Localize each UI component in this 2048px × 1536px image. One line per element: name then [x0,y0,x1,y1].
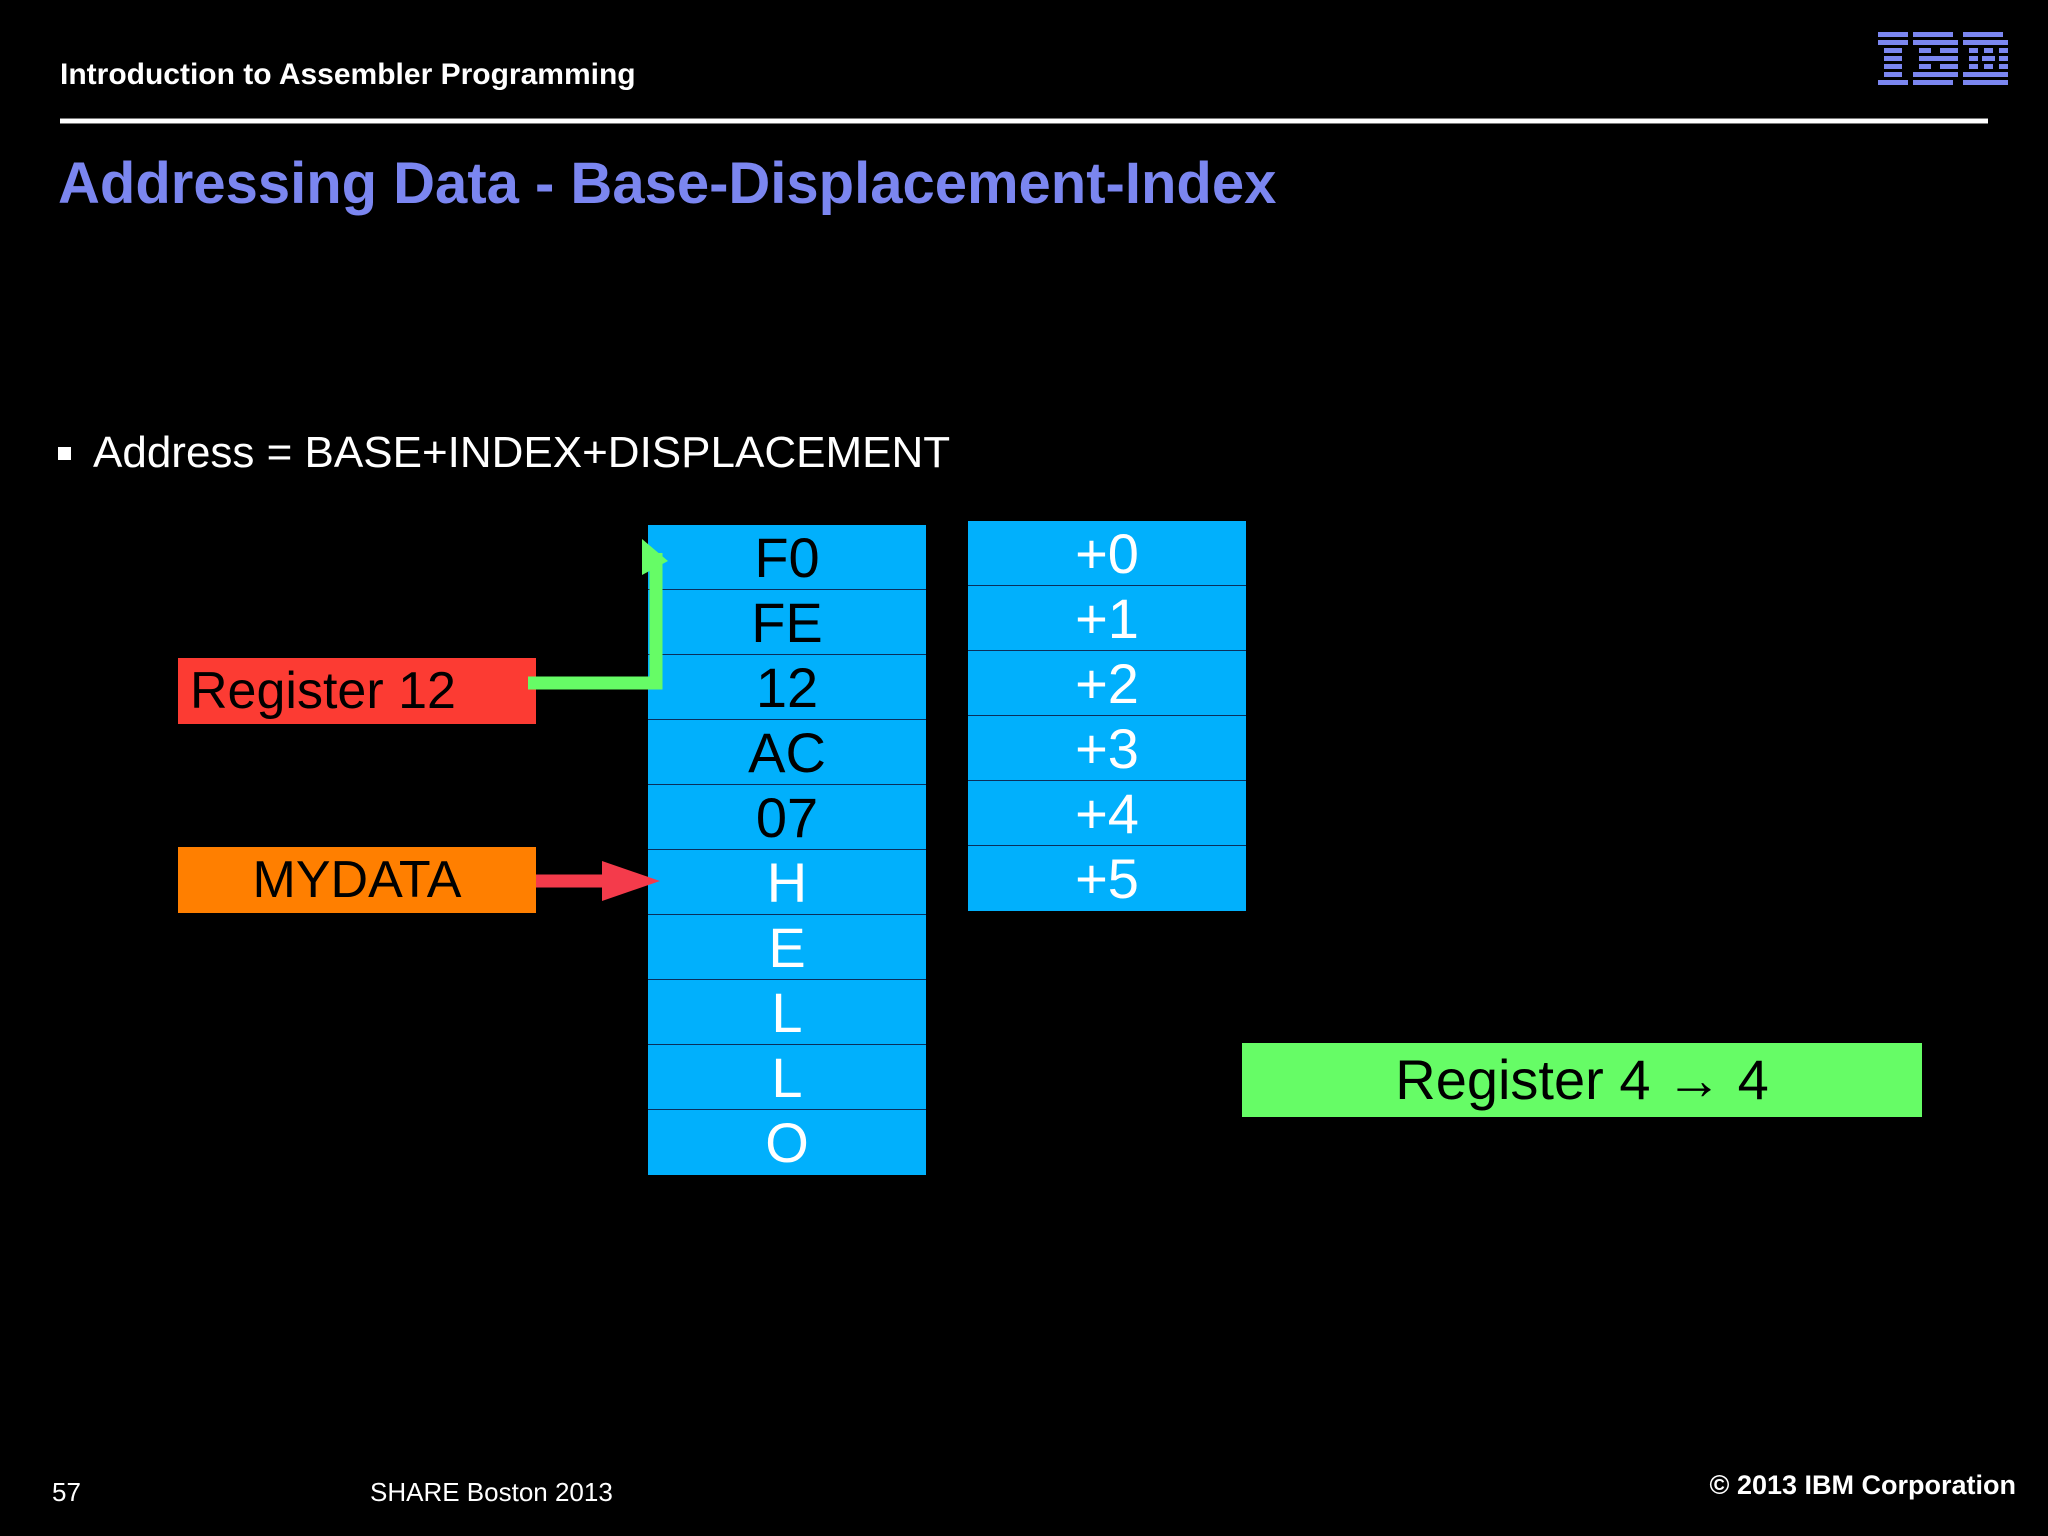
offset-cell: +5 [968,846,1246,911]
copyright-notice: © 2013 IBM Corporation [1709,1470,2016,1500]
bullet-item-label: Address = BASE+INDEX+DISPLACEMENT [93,428,951,477]
offset-cell: +2 [968,651,1246,716]
offset-cell: +1 [968,586,1246,651]
register4-label: Register 4 → 4 [1242,1043,1922,1117]
slide-header: Introduction to Assembler Programming [0,0,2048,130]
course-title: Introduction to Assembler Programming [60,58,636,91]
memory-cell: O [648,1110,926,1175]
ibm-logo [1878,32,2008,85]
memory-cell: 07 [648,785,926,850]
memory-cell-column: F0 FE 12 AC 07 H E L L O [648,525,926,1175]
green-elbow-arrow-icon [528,539,668,690]
event-name: SHARE Boston 2013 [370,1477,613,1507]
register12-label: Register 12 [178,658,536,724]
memory-cell: F0 [648,525,926,590]
page-title: Addressing Data - Base-Displacement-Inde… [58,151,1277,216]
memory-cell: FE [648,590,926,655]
page-number: 57 [52,1477,81,1507]
memory-cell: L [648,980,926,1045]
offset-cell: +0 [968,521,1246,586]
memory-cell: AC [648,720,926,785]
header-divider [60,118,1988,124]
square-bullet-icon [58,446,71,460]
memory-cell: L [648,1045,926,1110]
offset-column: +0 +1 +2 +3 +4 +5 [968,521,1246,911]
offset-cell: +3 [968,716,1246,781]
mydata-label: MYDATA [178,847,536,913]
offset-cell: +4 [968,781,1246,846]
red-straight-arrow-icon [536,861,660,901]
bullet-list: Address = BASE+INDEX+DISPLACEMENT [58,428,950,478]
memory-cell: H [648,850,926,915]
memory-cell: E [648,915,926,980]
memory-cell: 12 [648,655,926,720]
